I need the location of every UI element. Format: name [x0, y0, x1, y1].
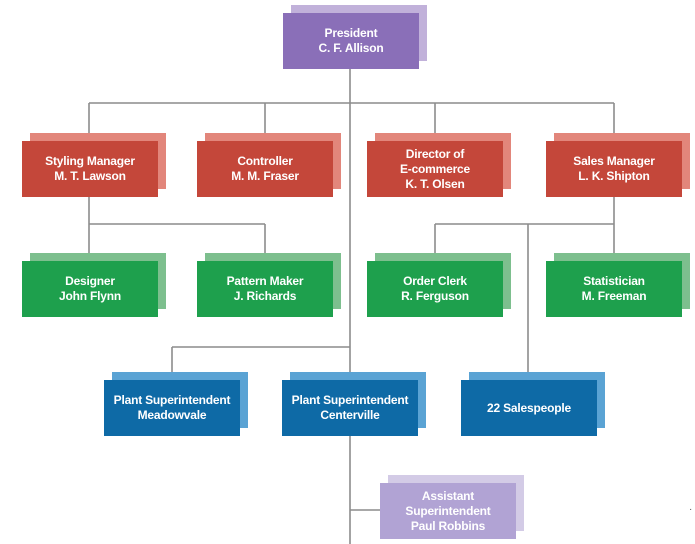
node-plant-centerville[interactable]: Plant Superintendent Centerville — [282, 372, 426, 436]
node-face: Assistant Superintendent Paul Robbins — [380, 483, 516, 539]
node-face: 22 Salespeople — [461, 380, 597, 436]
node-face: Pattern Maker J. Richards — [197, 261, 333, 317]
node-title: Controller — [237, 154, 293, 168]
node-name: M. Freeman — [581, 289, 647, 303]
node-name: M. M. Fraser — [231, 169, 299, 183]
node-name: K. T. Olsen — [405, 176, 465, 191]
node-statistician[interactable]: Statistician M. Freeman — [546, 253, 690, 317]
node-title: Designer — [65, 274, 115, 288]
node-title-line2: E-commerce — [399, 161, 471, 176]
node-name: M. T. Lawson — [54, 169, 126, 183]
node-label: 22 Salespeople — [487, 400, 571, 415]
node-face: Order Clerk R. Ferguson — [367, 261, 503, 317]
node-salespeople[interactable]: 22 Salespeople — [461, 372, 605, 436]
node-styling-manager[interactable]: Styling Manager M. T. Lawson — [22, 133, 166, 197]
node-order-clerk[interactable]: Order Clerk R. Ferguson — [367, 253, 511, 317]
node-sales-manager[interactable]: Sales Manager L. K. Shipton — [546, 133, 690, 197]
node-name: C. F. Allison — [318, 41, 384, 55]
node-plant-meadowvale[interactable]: Plant Superintendent Meadowvale — [104, 372, 248, 436]
node-title-line1: Assistant — [421, 488, 475, 503]
node-title-line2: Superintendent — [405, 503, 491, 518]
node-title: Plant Superintendent — [113, 393, 231, 407]
node-title-line1: Director of — [405, 146, 465, 161]
node-title: Order Clerk — [403, 274, 467, 288]
node-name: J. Richards — [233, 289, 297, 303]
node-title: President — [324, 26, 378, 40]
node-controller[interactable]: Controller M. M. Fraser — [197, 133, 341, 197]
node-face: Director of E-commerce K. T. Olsen — [367, 141, 503, 197]
node-designer[interactable]: Designer John Flynn — [22, 253, 166, 317]
node-face: Plant Superintendent Meadowvale — [104, 380, 240, 436]
node-face: President C. F. Allison — [283, 13, 419, 69]
edge-mark: · — [689, 504, 693, 515]
node-name: John Flynn — [59, 289, 121, 303]
node-location: Centerville — [320, 408, 380, 422]
node-title: Statistician — [583, 274, 645, 288]
node-name: R. Ferguson — [401, 289, 469, 303]
node-face: Statistician M. Freeman — [546, 261, 682, 317]
node-face: Designer John Flynn — [22, 261, 158, 317]
node-title: Plant Superintendent — [291, 393, 409, 407]
node-name: Paul Robbins — [410, 518, 486, 533]
node-assistant-superintendent[interactable]: Assistant Superintendent Paul Robbins — [380, 475, 524, 539]
node-face: Controller M. M. Fraser — [197, 141, 333, 197]
node-name: L. K. Shipton — [578, 169, 650, 183]
node-title: Styling Manager — [45, 154, 135, 168]
node-pattern-maker[interactable]: Pattern Maker J. Richards — [197, 253, 341, 317]
node-title: Sales Manager — [573, 154, 655, 168]
node-face: Styling Manager M. T. Lawson — [22, 141, 158, 197]
node-face: Sales Manager L. K. Shipton — [546, 141, 682, 197]
node-president[interactable]: President C. F. Allison — [283, 5, 427, 69]
node-ecommerce-director[interactable]: Director of E-commerce K. T. Olsen — [367, 133, 511, 197]
node-title: Pattern Maker — [226, 274, 304, 288]
node-face: Plant Superintendent Centerville — [282, 380, 418, 436]
node-location: Meadowvale — [137, 408, 207, 422]
